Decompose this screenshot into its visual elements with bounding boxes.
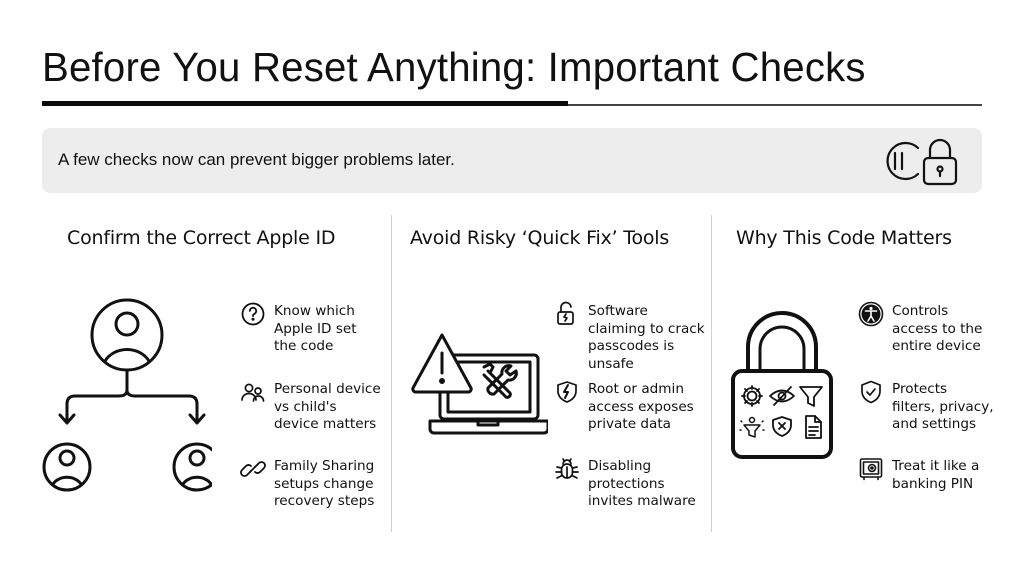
list-item: Software claiming to crack passcodes is … <box>554 301 718 373</box>
column-divider <box>711 215 712 532</box>
padlock-icon <box>922 138 958 186</box>
bug-icon <box>554 456 580 482</box>
column-apple-id: Confirm the Correct Apple ID <box>42 215 390 530</box>
list-item: Know which Apple ID set the code <box>240 301 404 356</box>
item-text: Treat it like a banking PIN <box>892 458 980 492</box>
list-item: Controls access to the entire device <box>858 301 1022 356</box>
list-item: Family Sharing setups change recovery st… <box>240 458 404 511</box>
accessibility-icon <box>858 301 884 327</box>
list-item: Treat it like a banking PIN <box>858 458 1022 493</box>
pause-circle-icon <box>886 141 920 181</box>
broken-unlock-icon <box>554 301 580 327</box>
item-text: Family Sharing setups change recovery st… <box>274 458 375 509</box>
list-item: Protects filters, privacy, and settings <box>858 379 1022 434</box>
column-title: Confirm the Correct Apple ID <box>67 227 336 249</box>
padlock-settings-icon <box>730 303 834 463</box>
item-text: Personal device vs child's device matter… <box>274 381 381 432</box>
column-divider <box>391 215 392 532</box>
users-icon <box>240 379 266 405</box>
safe-icon <box>858 456 884 482</box>
item-text: Know which Apple ID set the code <box>274 303 357 354</box>
banner-icons <box>878 134 966 188</box>
column-why-code-matters: Why This Code Matters <box>712 215 994 530</box>
laptop-warning-tools-icon <box>408 333 548 438</box>
banner-text: A few checks now can prevent bigger prob… <box>58 150 455 169</box>
list-item: Disabling protections invites malware <box>554 458 718 511</box>
link-icon <box>240 456 266 482</box>
shield-check-icon <box>858 379 884 405</box>
list-item: Root or admin access exposes private dat… <box>554 381 718 434</box>
item-text: Protects filters, privacy, and settings <box>892 381 994 432</box>
page-title: Before You Reset Anything: Important Che… <box>42 44 866 90</box>
question-circle-icon <box>240 301 266 327</box>
info-banner: A few checks now can prevent bigger prob… <box>42 128 982 193</box>
account-hierarchy-icon <box>42 298 212 508</box>
item-text: Controls access to the entire device <box>892 303 983 354</box>
item-text: Disabling protections invites malware <box>588 458 696 509</box>
title-underline-thin <box>568 104 982 106</box>
column-title: Why This Code Matters <box>736 227 952 249</box>
item-text: Root or admin access exposes private dat… <box>588 381 694 432</box>
title-underline-thick <box>42 101 568 106</box>
cracked-shield-icon <box>554 379 580 405</box>
column-title: Avoid Risky ‘Quick Fix’ Tools <box>410 227 670 249</box>
item-text: Software claiming to crack passcodes is … <box>588 303 705 372</box>
list-item: Personal device vs child's device matter… <box>240 381 404 434</box>
column-risky-tools: Avoid Risky ‘Quick Fix’ Tools Software c… <box>392 215 710 530</box>
